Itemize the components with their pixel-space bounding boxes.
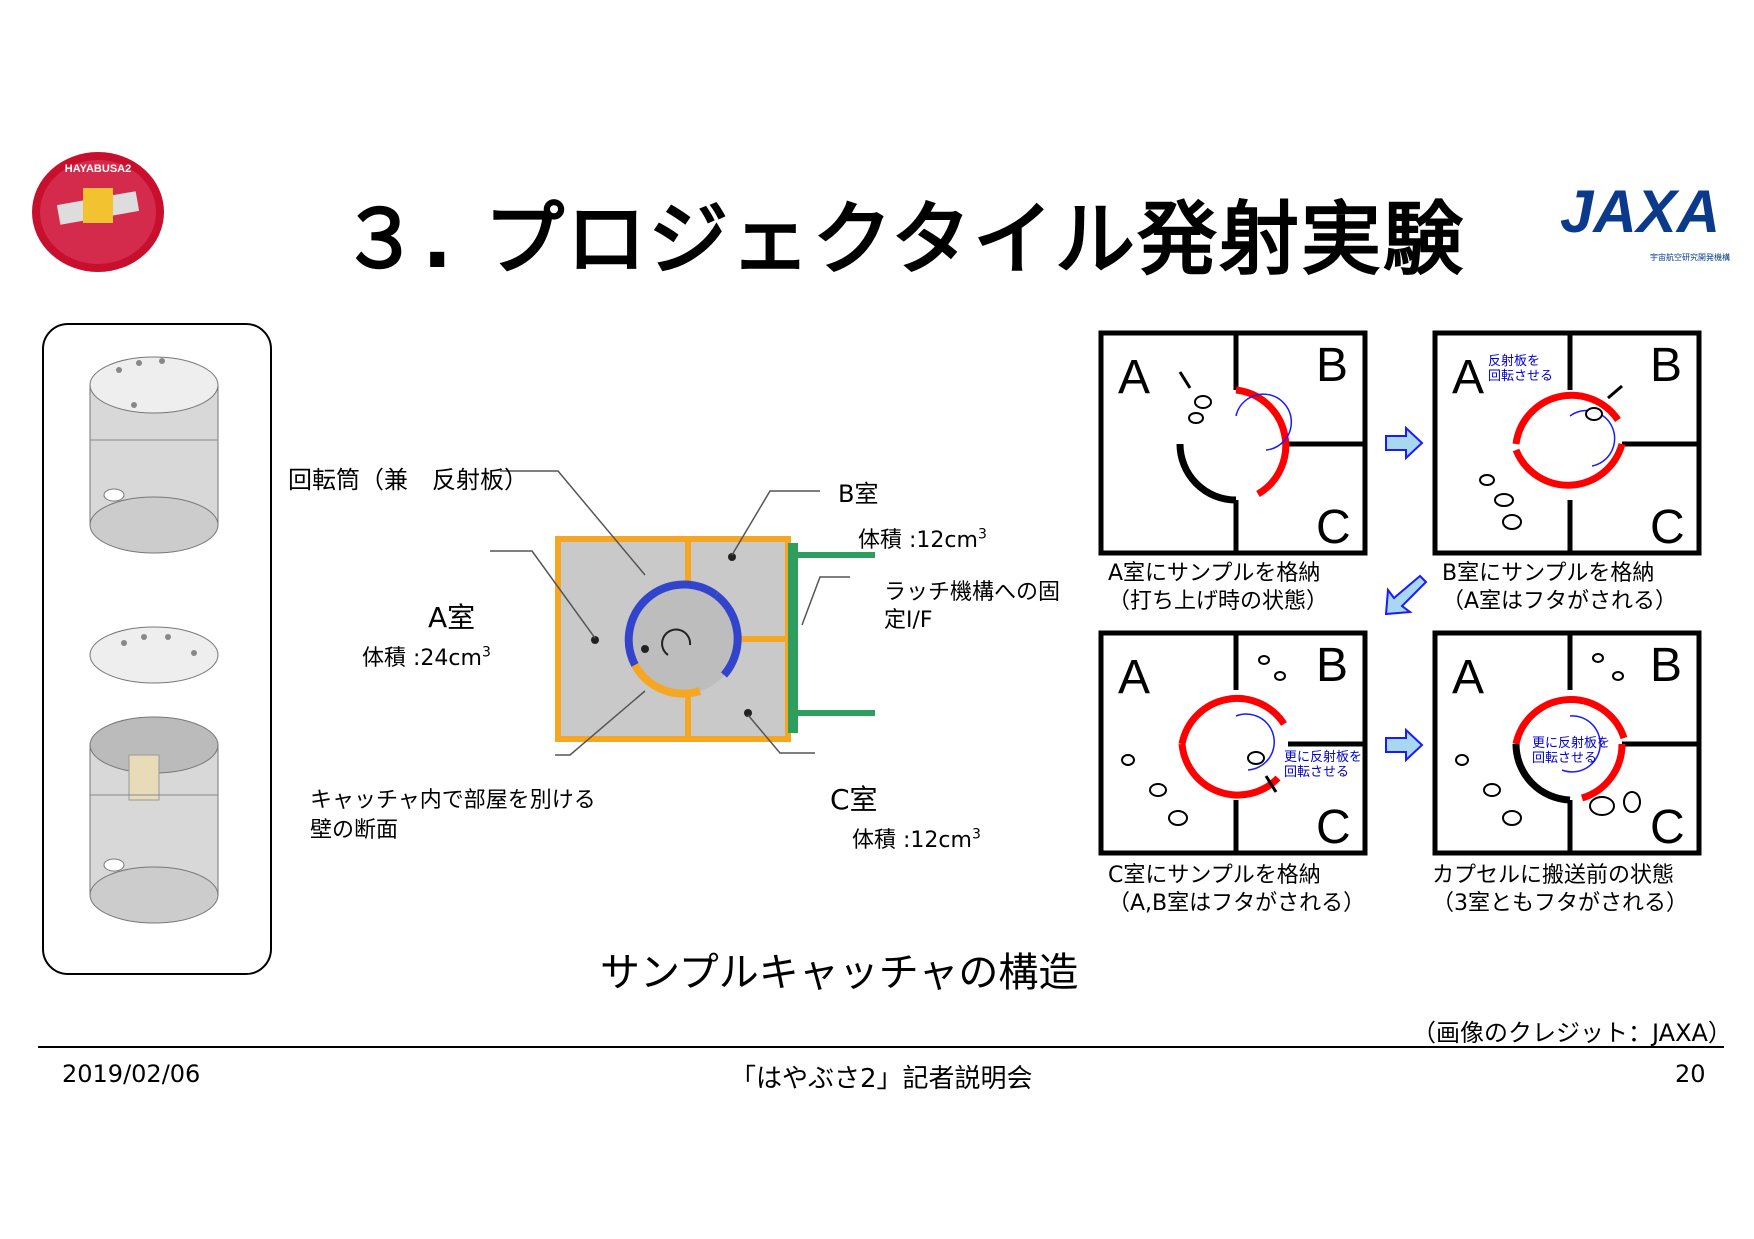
volume-room-c: 体積 :12cm3 [852,826,981,853]
label-room-a: A室 [428,601,476,634]
panel4-letter-b: B [1650,639,1683,692]
panel2-letter-c: C [1650,501,1685,554]
footer-event: 「はやぶさ2」記者説明会 [730,1064,1033,1094]
catcher-cross-section-diagram [300,455,1080,895]
panel2-letter-b: B [1650,339,1683,392]
panel3-letter-a: A [1118,651,1151,704]
footer-date: 2019/02/06 [62,1060,201,1088]
panel1-letter-a: A [1118,351,1151,404]
panel3-letter-b: B [1316,639,1349,692]
label-rotating-cylinder: 回転筒（兼 反射板） [288,466,528,494]
label-room-b: B室 [838,480,879,508]
lid-illustration [89,626,219,684]
diagonal-arrow-icon [1384,574,1428,616]
right-arrow-icon-2 [1385,728,1424,762]
assembled-catcher-illustration [89,356,219,554]
label-room-c: C室 [830,783,878,816]
panel4-caption: カプセルに搬送前の状態（3室ともフタがされる） [1432,863,1688,916]
panel1-letter-c: C [1316,501,1351,554]
panel1-caption: A室にサンプルを格納（打ち上げ時の状態） [1108,561,1329,614]
panel4-letter-a: A [1452,651,1485,704]
image-credit: （画像のクレジット：JAXA） [1412,1019,1732,1047]
page-title: ３. プロジェクタイル発射実験 [340,193,1466,286]
panel-stage-3: A B C 更に反射板を回転させる [1098,630,1368,856]
panel2-caption: B室にサンプルを格納（A室はフタがされる） [1442,561,1678,614]
hayabusa2-logo: HAYABUSA2 [28,148,168,276]
volume-room-a: 体積 :24cm3 [362,644,491,671]
open-catcher-illustration [89,716,219,924]
jaxa-logo: JAXA 宇宙航空研究開発機構 [1540,172,1740,282]
right-arrow-icon [1385,426,1424,460]
panel4-note: 更に反射板を回転させる [1532,736,1611,766]
cylinder-illustration-panel [42,323,272,975]
panel1-letter-b: B [1316,339,1349,392]
page-number: 20 [1675,1060,1706,1088]
jaxa-logo-subtitle: 宇宙航空研究開発機構 [1650,252,1730,262]
panel-stage-4: A B C 更に反射板を回転させる [1432,630,1702,856]
label-wall-section: キャッチャ内で部屋を別ける [310,788,596,813]
label-latch-interface: ラッチ機構への固 [884,580,1061,605]
panel2-note: 反射板を回転させる [1488,354,1554,384]
footer-divider [38,1046,1724,1048]
volume-room-b: 体積 :12cm3 [858,526,987,553]
panel4-letter-c: C [1650,801,1685,854]
label-latch-interface-2: 定I/F [884,608,933,633]
panel2-letter-a: A [1452,351,1485,404]
panel3-caption: C室にサンプルを格納（A,B室はフタがされる） [1108,863,1366,916]
panel-stage-1: A B C [1098,330,1368,556]
panel3-note: 更に反射板を回転させる [1284,750,1363,780]
jaxa-logo-text: JAXA [1560,178,1720,245]
hayabusa-logo-text: HAYABUSA2 [65,163,131,175]
label-wall-section-2: 壁の断面 [310,818,399,843]
panel-stage-2: A B C 反射板を回転させる [1432,330,1702,556]
panel3-letter-c: C [1316,801,1351,854]
figure-caption: サンプルキャッチャの構造 [600,950,1079,996]
